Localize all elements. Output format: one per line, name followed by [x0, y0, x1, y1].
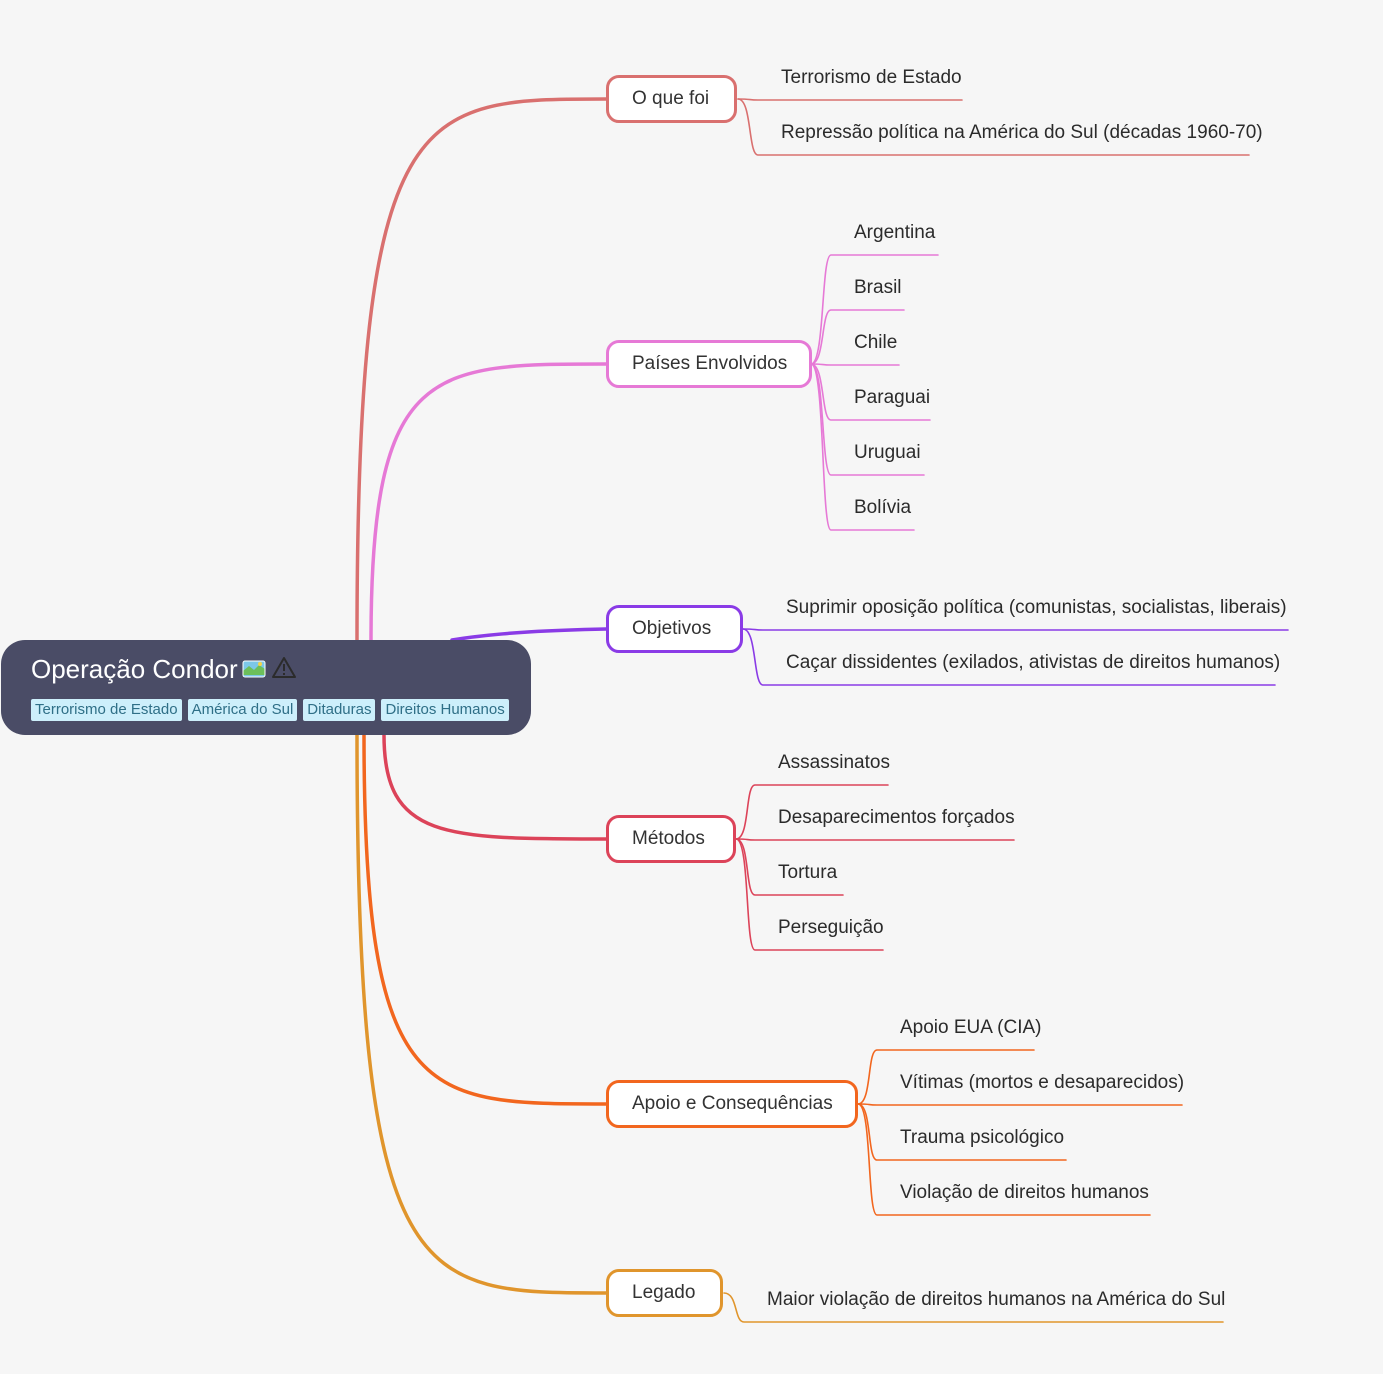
leaf-connector: [723, 1292, 1224, 1323]
leaf-connector: [737, 98, 963, 101]
branch-node[interactable]: Legado: [606, 1269, 723, 1317]
leaf-node[interactable]: Chile: [854, 332, 898, 353]
leaf-node[interactable]: Maior violação de direitos humanos na Am…: [767, 1289, 1226, 1310]
leaf-node[interactable]: Perseguição: [778, 917, 884, 938]
leaf-node[interactable]: Suprimir oposição política (comunistas, …: [786, 597, 1287, 618]
leaf-connector: [735, 784, 889, 840]
leaf-connector: [857, 1049, 1035, 1105]
leaf-connector: [737, 98, 1250, 156]
root-tag[interactable]: América do Sul: [187, 699, 298, 721]
root-title: Operação Condor: [31, 654, 238, 684]
leaf-connector: [810, 363, 915, 531]
branch-connector: [369, 362, 608, 642]
branch-node[interactable]: Apoio e Consequências: [606, 1080, 858, 1128]
leaf-node[interactable]: Repressão política na América do Sul (dé…: [781, 122, 1263, 143]
leaf-connector: [742, 628, 1289, 631]
leaf-node[interactable]: Assassinatos: [778, 752, 890, 773]
leaf-node[interactable]: Apoio EUA (CIA): [900, 1017, 1042, 1038]
branch-node[interactable]: Objetivos: [606, 605, 743, 653]
leaf-connector: [735, 838, 1015, 841]
root-icons: [241, 655, 297, 681]
leaf-node[interactable]: Trauma psicológico: [900, 1127, 1065, 1148]
leaf-node[interactable]: Vítimas (mortos e desaparecidos): [900, 1072, 1185, 1093]
branch-node[interactable]: Países Envolvidos: [606, 340, 812, 388]
leaf-connector: [810, 363, 931, 421]
leaf-connector: [857, 1103, 1151, 1216]
leaf-node[interactable]: Uruguai: [854, 442, 921, 463]
leaf-node[interactable]: Brasil: [854, 277, 902, 298]
root-tag[interactable]: Terrorismo de Estado: [31, 699, 182, 721]
leaf-node[interactable]: Bolívia: [854, 497, 912, 518]
leaf-node[interactable]: Tortura: [778, 862, 838, 883]
leaf-connector: [810, 363, 900, 366]
branch-connector: [355, 97, 608, 642]
leaf-node[interactable]: Desaparecimentos forçados: [778, 807, 1015, 828]
warning-icon: [272, 657, 296, 678]
root-tag[interactable]: Ditaduras: [303, 699, 376, 721]
leaf-node[interactable]: Argentina: [854, 222, 936, 243]
branch-node[interactable]: Métodos: [606, 815, 736, 863]
root-tag[interactable]: Direitos Humanos: [381, 699, 509, 721]
branch-connector: [362, 733, 608, 1106]
leaf-connector: [857, 1103, 1067, 1161]
leaf-connector: [735, 838, 844, 896]
leaf-node[interactable]: Caçar dissidentes (exilados, ativistas d…: [786, 652, 1281, 673]
map-icon: [242, 660, 266, 678]
branch-connector: [355, 733, 608, 1295]
leaf-connector: [735, 838, 884, 951]
leaf-connector: [810, 309, 905, 365]
leaf-connector: [742, 628, 1276, 686]
leaf-connector: [857, 1103, 1183, 1106]
leaf-node[interactable]: Paraguai: [854, 387, 931, 408]
branch-node[interactable]: O que foi: [606, 75, 737, 123]
leaf-connector: [810, 254, 939, 365]
branch-connector: [382, 733, 608, 841]
branch-connector: [450, 627, 608, 642]
leaf-node[interactable]: Violação de direitos humanos: [900, 1182, 1149, 1203]
leaf-node[interactable]: Terrorismo de Estado: [781, 67, 962, 88]
